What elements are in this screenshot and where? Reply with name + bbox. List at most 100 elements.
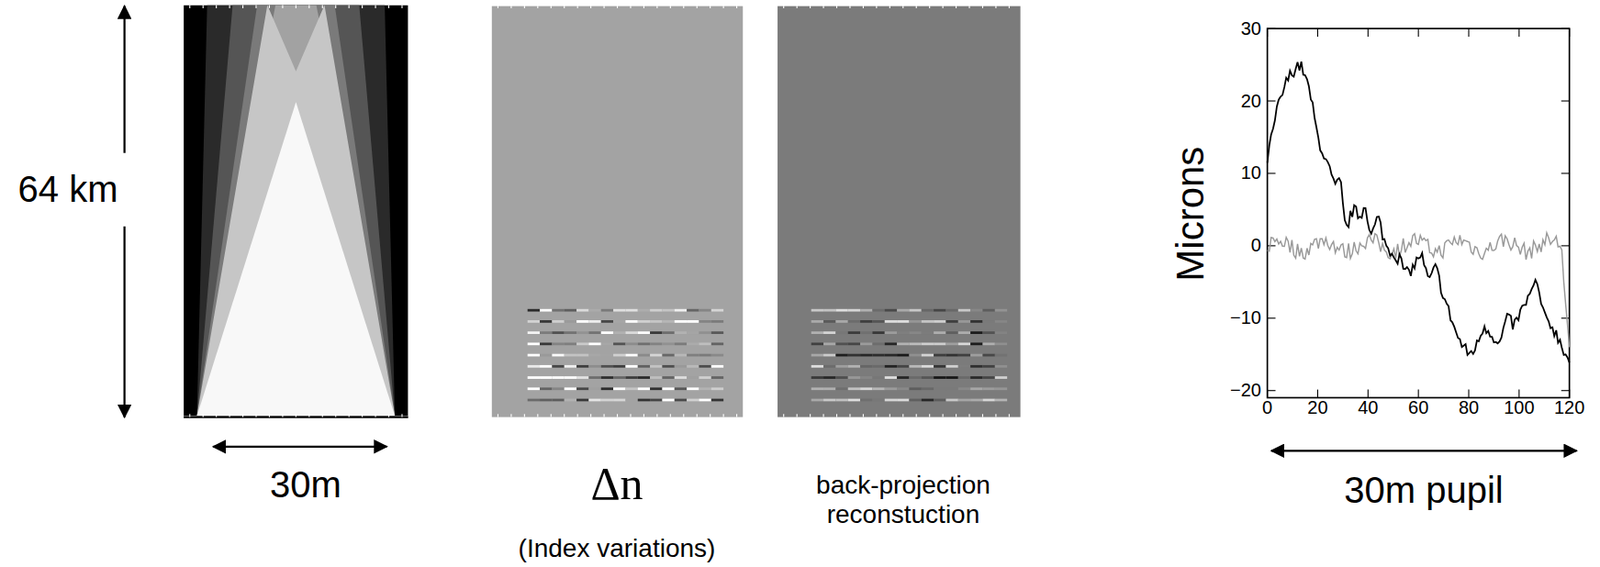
index-stripe — [970, 365, 983, 369]
edge-tick — [836, 5, 838, 9]
index-stripe — [601, 387, 614, 391]
index-stripe — [970, 399, 983, 403]
edge-tick — [629, 413, 631, 417]
edge-tick — [670, 413, 672, 417]
index-stripe — [637, 399, 650, 403]
index-stripe — [811, 376, 824, 380]
index-stripe — [982, 320, 995, 324]
edge-tick — [849, 413, 851, 417]
index-stripe — [848, 399, 861, 403]
index-stripe — [811, 342, 824, 346]
index-stripe — [601, 376, 614, 380]
index-stripe — [551, 376, 564, 380]
index-stripe — [823, 320, 836, 324]
x-tick — [1568, 28, 1570, 37]
edge-tick — [629, 5, 631, 9]
index-stripe — [686, 376, 699, 380]
index-stripe — [551, 342, 564, 346]
index-stripe — [995, 331, 1007, 335]
index-stripe — [884, 354, 897, 358]
index-stripe — [995, 387, 1007, 391]
edge-tick — [510, 5, 512, 9]
index-stripe — [698, 320, 711, 324]
y-tick — [1561, 28, 1570, 30]
index-stripe — [921, 387, 934, 391]
index-stripe — [539, 309, 552, 313]
edge-tick — [836, 413, 838, 417]
tick-label: 20 — [1241, 90, 1262, 112]
edge-tick — [202, 413, 204, 417]
index-stripe — [860, 365, 873, 369]
index-stripe — [576, 309, 589, 313]
index-stripe — [945, 365, 958, 369]
index-stripe — [823, 331, 836, 335]
index-stripe — [625, 342, 638, 346]
edge-tick — [916, 413, 918, 417]
dimension-label: 30m pupil — [1343, 469, 1503, 512]
index-stripe — [860, 320, 873, 324]
index-panel — [492, 6, 743, 418]
height-arrow — [123, 6, 126, 154]
index-stripe — [933, 399, 946, 403]
x-tick — [1266, 28, 1268, 37]
y-tick — [1561, 390, 1570, 392]
index-stripe — [625, 331, 638, 335]
index-stripe — [625, 309, 638, 313]
index-stripe — [884, 365, 897, 369]
index-stripe — [576, 320, 589, 324]
index-stripe — [613, 399, 626, 403]
index-stripe — [564, 365, 577, 369]
edge-tick — [242, 5, 244, 9]
edge-tick — [189, 5, 191, 9]
index-stripe — [958, 365, 971, 369]
index-stripe — [588, 309, 601, 313]
index-stripe — [539, 320, 552, 324]
index-stripe — [896, 376, 909, 380]
index-stripe — [613, 331, 626, 335]
edge-tick — [995, 413, 996, 417]
index-stripe — [527, 309, 540, 313]
index-stripe — [564, 399, 577, 403]
x-tick — [1467, 28, 1469, 37]
edge-tick — [709, 5, 711, 9]
index-stripe — [698, 309, 711, 313]
tick-label: 0 — [1262, 397, 1273, 419]
index-stripe — [884, 376, 897, 380]
index-stripe — [613, 342, 626, 346]
index-stripe — [872, 342, 884, 346]
index-stripe — [995, 376, 1007, 380]
index-stripe — [539, 342, 552, 346]
index-stripe — [848, 387, 861, 391]
index-stripe — [872, 365, 884, 369]
index-stripe — [884, 309, 897, 313]
edge-tick — [281, 413, 283, 417]
index-stripe — [661, 320, 674, 324]
edge-tick — [643, 413, 645, 417]
edge-tick — [348, 413, 350, 417]
index-stripe — [872, 387, 884, 391]
index-stripe — [576, 331, 589, 335]
edge-tick — [736, 413, 738, 417]
edge-tick — [563, 5, 565, 9]
index-stripe — [823, 309, 836, 313]
edge-tick — [796, 5, 798, 9]
x-tick — [1418, 28, 1420, 37]
index-stripe — [576, 387, 589, 391]
index-stripe — [564, 387, 577, 391]
index-stripe — [674, 387, 687, 391]
index-stripe — [698, 399, 711, 403]
index-stripe — [860, 331, 873, 335]
index-stripe — [872, 309, 884, 313]
index-stripe — [564, 354, 577, 358]
index-stripe — [945, 354, 958, 358]
y-tick — [1561, 317, 1570, 319]
index-stripe — [884, 342, 897, 346]
index-stripe — [933, 354, 946, 358]
x-tick — [1518, 28, 1520, 37]
index-stripe — [686, 354, 699, 358]
index-stripe — [908, 331, 921, 335]
index-stripe — [686, 331, 699, 335]
index-stripe — [674, 309, 687, 313]
width-arrow — [212, 446, 387, 448]
index-stripe — [823, 376, 836, 380]
